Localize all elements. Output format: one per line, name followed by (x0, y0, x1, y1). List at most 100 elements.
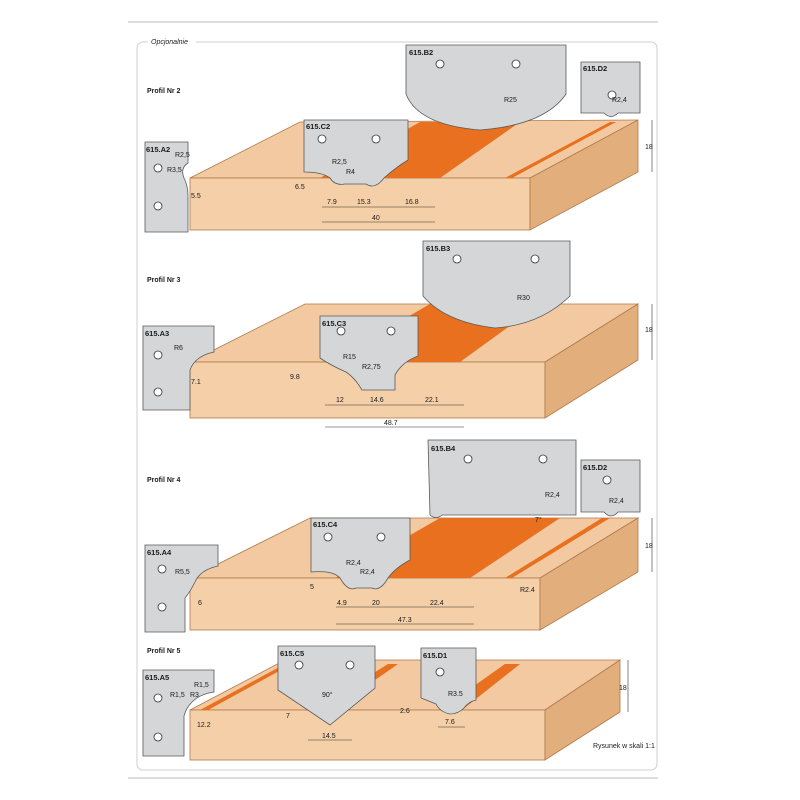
radius-label: R2,5 (332, 159, 347, 166)
dimension-label: 4.9 (337, 600, 347, 607)
radius-label: R2,4 (609, 498, 624, 505)
dimension-label: 5 (310, 584, 314, 591)
dimension-label: 14.5 (322, 733, 336, 740)
radius-label: R2,4 (545, 492, 560, 499)
dimension-label: 18 (645, 543, 653, 550)
board-2-side (529, 119, 639, 231)
dimension-label: 7 (286, 713, 290, 720)
cutter-615-b4-label: 615.B4 (431, 444, 456, 453)
groove-5-edge (200, 664, 292, 710)
radius-label: R2,5 (175, 152, 190, 159)
cutter-615-c4-label: 615.C4 (313, 520, 338, 529)
dimension-label: 12.2 (197, 722, 211, 729)
radius-label: R2,4 (612, 97, 627, 104)
radius-label: R2,4 (346, 560, 361, 567)
bolt-hole (153, 201, 163, 211)
bolt-hole (157, 564, 167, 574)
cutter-615-d1-label: 615.D1 (423, 651, 447, 660)
bolt-hole (153, 693, 163, 703)
bolt-hole (538, 454, 548, 464)
bolt-hole (323, 532, 333, 542)
cutter-615-c3-label: 615.C3 (322, 319, 346, 328)
cutter-615-d1 (420, 647, 477, 715)
dimension-label: 22.1 (425, 397, 439, 404)
dimension-label: 22.4 (430, 600, 444, 607)
dimension-label: 5.5 (191, 193, 201, 200)
bolt-hole (376, 532, 386, 542)
cutter-615-a3-label: 615.A3 (145, 329, 169, 338)
bolt-hole (153, 163, 163, 173)
radius-label: R6 (174, 345, 183, 352)
board-4-side (539, 517, 639, 631)
cutter-615-a5-label: 615.A5 (145, 673, 169, 682)
cutter-615-d2 (580, 61, 641, 117)
cutter-615-c2 (303, 119, 409, 187)
profile-2: Profil Nr 2 615.A2 R2,5 R3,5 5.5 615.B2 … (144, 44, 653, 233)
groove-2-small (505, 122, 616, 178)
dimension-label: 15.3 (357, 199, 371, 206)
profile-5: Profil Nr 5 615.A5 R1,5 R1,5 R3 12.2 615… (142, 645, 655, 761)
cutter-615-d2-label: 615.D2 (583, 64, 607, 73)
cutter-615-a2-label: 615.A2 (146, 145, 170, 154)
dimension-label: 2.6 (400, 708, 410, 715)
cutter-615-c2-label: 615.C2 (306, 122, 330, 131)
profile-4-title: Profil Nr 4 (147, 477, 181, 484)
board-5-side (544, 659, 621, 761)
dimension-label: 18 (645, 144, 653, 151)
dimension-label: 7.9 (327, 199, 337, 206)
bolt-hole (371, 134, 381, 144)
profile-5-title: Profil Nr 5 (147, 648, 181, 655)
radius-label: R15 (343, 354, 356, 361)
groove-4-small (505, 518, 610, 578)
bolt-hole (607, 90, 617, 100)
bolt-hole (336, 326, 346, 336)
profile-4: Profil Nr 4 615.A4 R5,5 6 615.B4 R2,4 7°… (144, 439, 653, 633)
cutter-615-b3-label: 615.B3 (426, 244, 450, 253)
content-border (136, 41, 658, 771)
cutter-615-b2-label: 615.B2 (409, 48, 433, 57)
board-5-front (189, 709, 546, 761)
bolt-hole (435, 667, 445, 677)
bolt-hole (153, 732, 163, 742)
radius-label: R30 (517, 295, 530, 302)
bolt-hole (153, 350, 163, 360)
dimension-label: 12 (336, 397, 344, 404)
bolt-hole (294, 660, 304, 670)
radius-label: R25 (504, 97, 517, 104)
bolt-hole (435, 59, 445, 69)
bolt-hole (157, 602, 167, 612)
board-5-top (189, 659, 622, 711)
angle-label: 90° (322, 691, 333, 699)
dimension-label: 7.6 (445, 719, 455, 726)
cutter-615-d2 (580, 459, 641, 517)
bolt-hole (386, 326, 396, 336)
radius-label: R4 (346, 169, 355, 176)
cutter-615-a4-label: 615.A4 (147, 548, 172, 557)
dimension-label: 18 (619, 685, 627, 692)
radius-label: R2,4 (360, 569, 375, 576)
profile-3: Profil Nr 3 615.A3 R6 7.1 615.B3 R30 615… (142, 240, 653, 428)
bolt-hole (317, 134, 327, 144)
dimension-label: 16.8 (405, 199, 419, 206)
dimension-label: 9.8 (290, 374, 300, 381)
dimension-label: 6 (198, 600, 202, 607)
bolt-hole (452, 254, 462, 264)
cutter-615-c4 (310, 517, 411, 590)
dimension-label: 20 (372, 600, 380, 607)
radius-label: R3 (190, 692, 199, 699)
radius-label: R2.4 (520, 587, 535, 594)
radius-label: R2,75 (362, 364, 381, 371)
cutter-615-b2 (405, 44, 567, 131)
dimension-label: 40 (372, 215, 380, 222)
dimension-label: 48.7 (384, 420, 398, 427)
radius-label: R1,5 (170, 692, 185, 699)
bolt-hole (153, 387, 163, 397)
radius-label: R1,5 (194, 682, 209, 689)
bolt-hole (511, 59, 521, 69)
cutter-615-c5-label: 615.C5 (280, 649, 304, 658)
dimension-label: 7.1 (191, 379, 201, 386)
dimension-label: 6.5 (295, 184, 305, 191)
bolt-hole (602, 475, 612, 485)
bolt-hole (463, 454, 473, 464)
